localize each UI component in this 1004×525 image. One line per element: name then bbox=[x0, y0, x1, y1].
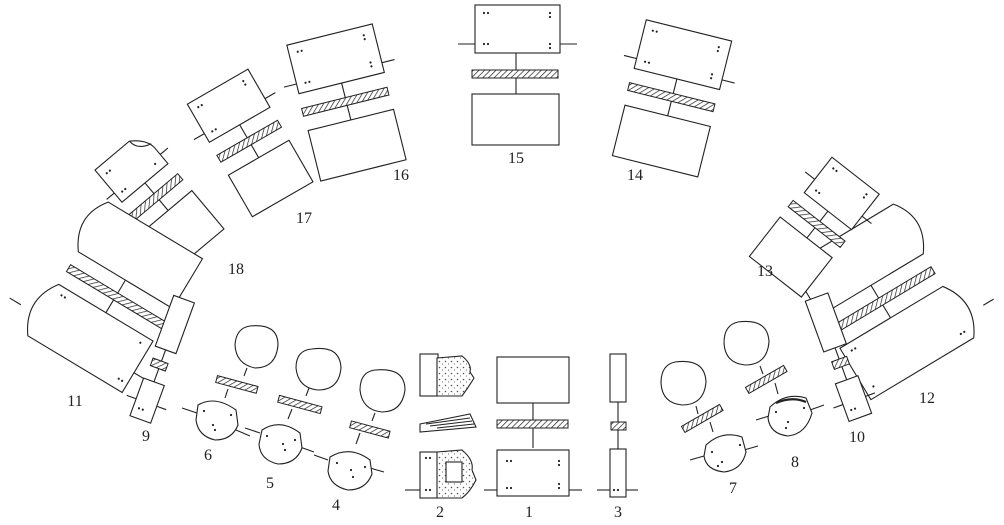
group-1 bbox=[484, 356, 582, 497]
group-7 bbox=[660, 360, 759, 473]
label-12: 12 bbox=[919, 390, 935, 407]
label-3: 3 bbox=[614, 504, 622, 521]
group-2 bbox=[405, 353, 477, 499]
label-6: 6 bbox=[204, 447, 212, 464]
label-14: 14 bbox=[627, 167, 643, 184]
group-10 bbox=[804, 292, 876, 423]
label-7: 7 bbox=[729, 480, 737, 497]
label-18: 18 bbox=[228, 261, 244, 278]
label-13: 13 bbox=[757, 263, 773, 280]
group-9 bbox=[126, 294, 196, 424]
group-15 bbox=[458, 4, 577, 146]
group-14 bbox=[611, 19, 735, 178]
group-13 bbox=[748, 156, 880, 298]
label-11: 11 bbox=[67, 393, 82, 410]
group-17 bbox=[186, 68, 314, 218]
group-5 bbox=[244, 347, 342, 465]
label-15: 15 bbox=[508, 150, 524, 167]
label-5: 5 bbox=[266, 475, 274, 492]
group-12 bbox=[789, 203, 994, 401]
label-2: 2 bbox=[436, 504, 444, 521]
label-4: 4 bbox=[332, 497, 340, 514]
group-16 bbox=[283, 23, 407, 182]
label-8: 8 bbox=[791, 454, 799, 471]
label-9: 9 bbox=[142, 428, 150, 445]
label-1: 1 bbox=[525, 504, 533, 521]
label-17: 17 bbox=[296, 210, 312, 227]
group-6 bbox=[181, 325, 279, 441]
label-10: 10 bbox=[849, 429, 865, 446]
group-11 bbox=[9, 201, 204, 394]
group-8 bbox=[723, 320, 825, 437]
group-4 bbox=[313, 369, 406, 491]
group-3 bbox=[597, 353, 638, 498]
label-16: 16 bbox=[393, 167, 409, 184]
